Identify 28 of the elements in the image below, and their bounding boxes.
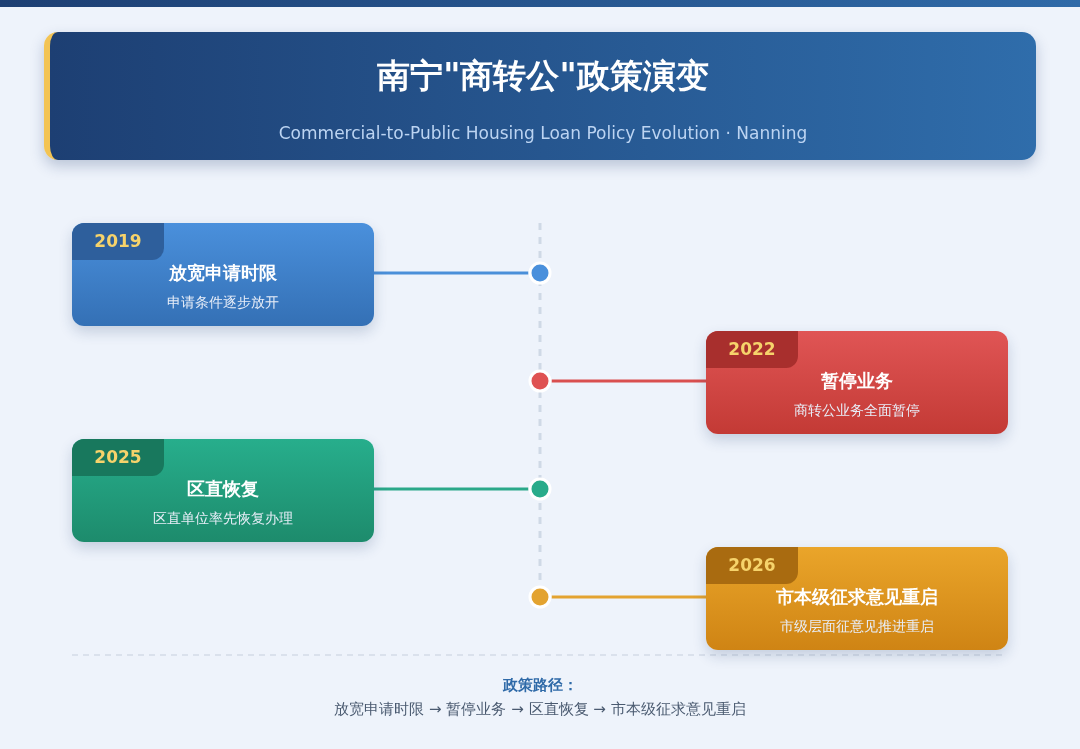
card-description: 市级层面征意见推进重启 bbox=[779, 618, 935, 636]
year-tag: 2026 bbox=[706, 547, 798, 584]
subtitle: Commercial-to-Public Housing Loan Policy Evolution · Nanning bbox=[277, 123, 809, 143]
card-heading: 市本级征求意见重启 bbox=[775, 585, 939, 609]
timeline-card bbox=[706, 331, 1008, 434]
card-description: 区直单位率先恢复办理 bbox=[152, 510, 294, 528]
card-description: 商转公业务全面暂停 bbox=[793, 402, 921, 420]
card-heading: 放宽申请时限 bbox=[168, 261, 278, 285]
timeline-card bbox=[72, 223, 374, 326]
year-tag: 2022 bbox=[706, 331, 798, 368]
timeline-card bbox=[706, 547, 1008, 650]
timeline-card bbox=[72, 439, 374, 542]
year-tag: 2025 bbox=[72, 439, 164, 476]
timeline-dot bbox=[528, 261, 552, 285]
card-description: 申请条件逐步放开 bbox=[166, 294, 280, 312]
path-summary: 放宽申请时限 → 暂停业务 → 区直恢复 → 市本级征求意见重启 bbox=[333, 700, 747, 719]
title: 南宁"商转公"政策演变 bbox=[376, 55, 710, 97]
timeline-dot bbox=[528, 477, 552, 501]
connector-line bbox=[374, 271, 529, 275]
connector-line bbox=[551, 595, 706, 599]
timeline-dot bbox=[528, 585, 552, 609]
connector-line bbox=[374, 487, 529, 491]
timeline-dot bbox=[528, 369, 552, 393]
connector-line bbox=[551, 379, 706, 383]
card-heading: 区直恢复 bbox=[186, 477, 260, 501]
card-heading: 暂停业务 bbox=[820, 369, 894, 393]
path-heading: 政策路径： bbox=[501, 676, 579, 695]
year-tag: 2019 bbox=[72, 223, 164, 260]
